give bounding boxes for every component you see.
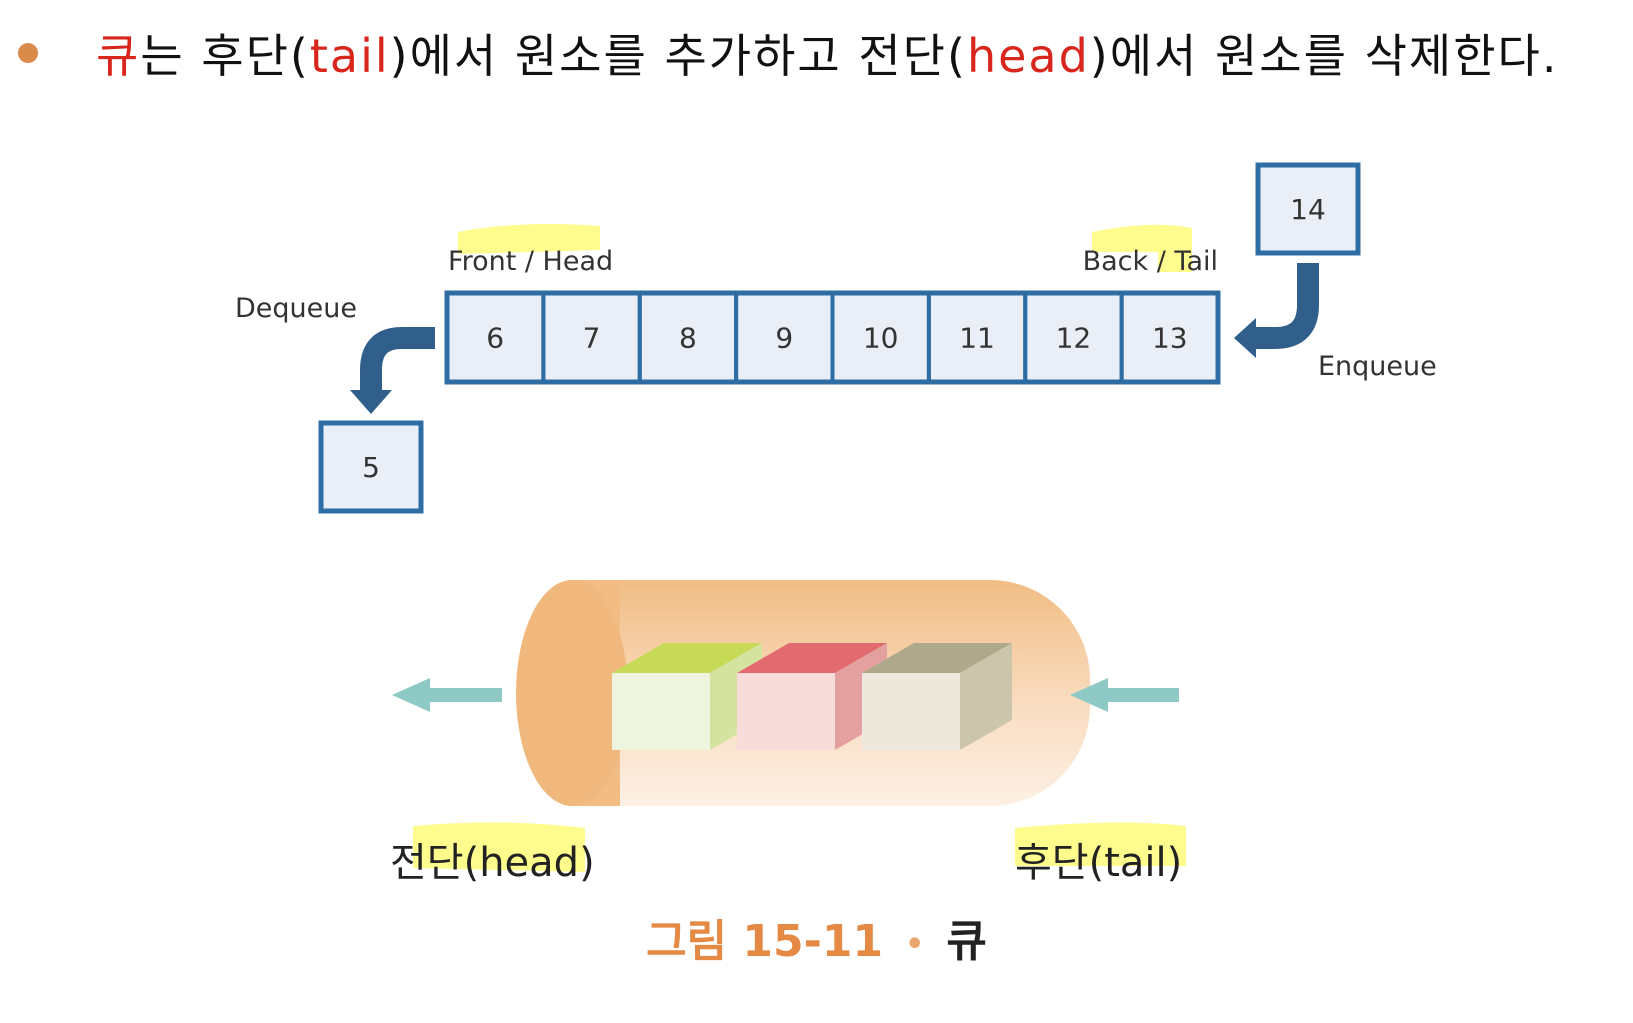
back-tail-label: Back / Tail [1083, 246, 1218, 277]
sentence-part: )에서 원소를 추가하고 전단( [389, 29, 967, 83]
queue-cell [1119, 291, 1220, 384]
sentence-part: )에서 원소를 삭제한다. [1089, 29, 1559, 83]
description-sentence: 큐는 후단(tail)에서 원소를 추가하고 전단(head)에서 원소를 삭제… [96, 20, 1558, 86]
dequeue-arrowhead-icon [350, 390, 392, 414]
figure-number: 그림 15-11 [646, 916, 884, 967]
bullet-line: 큐는 후단(tail)에서 원소를 추가하고 전단(head)에서 원소를 삭제… [18, 18, 1558, 88]
enqueue-label: Enqueue [1318, 351, 1437, 382]
tail-arrowhead-icon [1070, 678, 1108, 712]
enqueue-arrow-icon [1250, 263, 1319, 349]
incoming-value: 14 [1290, 193, 1326, 226]
sentence-part: 는 후단( [140, 29, 310, 83]
sentence-term-queue: 큐 [96, 29, 141, 83]
enqueue-arrowhead-icon [1234, 318, 1256, 358]
figure-title: 큐 [946, 916, 987, 967]
queue-cells: 6 7 8 9 10 11 12 13 [445, 291, 1220, 384]
highlight-mark [413, 822, 585, 872]
outgoing-value: 5 [362, 451, 380, 484]
front-head-label: Front / Head [448, 246, 613, 277]
highlight-mark [1092, 224, 1192, 272]
head-label: 전단(head) [390, 840, 595, 886]
bullet-dot [18, 43, 38, 63]
figure-caption: 그림 15-11 • 큐 [0, 905, 1633, 969]
queue-cell-value: 13 [1152, 322, 1188, 355]
tail-label: 후단(tail) [1015, 840, 1182, 886]
incoming-box [1255, 162, 1361, 256]
outgoing-box [318, 420, 424, 514]
queue-cell-value: 7 [583, 322, 601, 355]
queue-cell-value: 9 [775, 322, 793, 355]
queue-cell-value: 10 [863, 322, 899, 355]
caption-dot: • [905, 926, 925, 962]
sentence-term-tail: tail [309, 29, 390, 83]
tube-opening [516, 580, 628, 806]
highlight-mark [1015, 822, 1186, 866]
head-arrowhead-icon [392, 678, 430, 712]
queue-cell-value: 8 [679, 322, 697, 355]
queue-cell-value: 6 [486, 322, 504, 355]
sentence-term-head: head [966, 29, 1090, 83]
dequeue-label: Dequeue [235, 293, 357, 324]
highlight-mark [458, 224, 600, 254]
queue-cell-value: 12 [1056, 322, 1092, 355]
dequeue-arrow-icon [360, 327, 435, 392]
queue-cell-value: 11 [959, 322, 995, 355]
cube-gray [862, 643, 1012, 750]
